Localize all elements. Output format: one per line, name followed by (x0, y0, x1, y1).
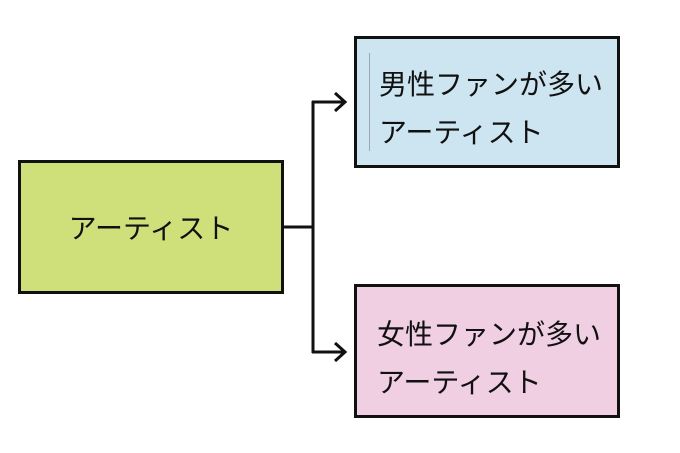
male-box-text: 男性ファンが多い アーティスト (379, 61, 603, 157)
male-fan-artist-box: 男性ファンが多い アーティスト (354, 36, 620, 168)
male-box-line2: アーティスト (379, 116, 544, 149)
male-box-line1: 男性ファンが多い (379, 68, 604, 101)
female-fan-artist-box: 女性ファンが多い アーティスト (354, 284, 620, 418)
lower-arrowhead (333, 341, 348, 363)
root-artist-box: アーティスト (18, 160, 284, 294)
female-box-line2: アーティスト (377, 366, 542, 399)
female-box-text: 女性ファンが多い アーティスト (377, 311, 601, 407)
upper-arrowhead (333, 91, 348, 113)
text-cursor-mark (369, 53, 370, 151)
root-label: アーティスト (68, 212, 234, 245)
female-box-line1: 女性ファンが多い (377, 318, 602, 351)
